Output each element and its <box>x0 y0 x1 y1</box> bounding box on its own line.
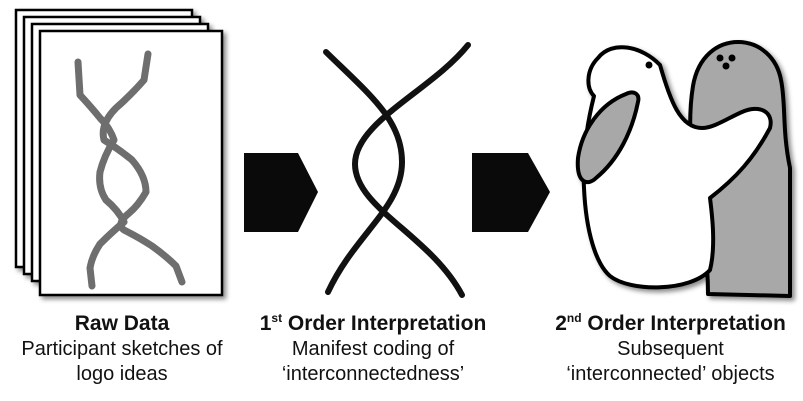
first-order-ordinal-suffix: st <box>271 311 283 325</box>
white-bird-wing <box>575 90 641 185</box>
first-order-title-text: Order Interpretation <box>282 312 487 335</box>
raw-data-description-line: Participant sketches of <box>21 338 223 361</box>
sketch-strand-right <box>99 50 186 286</box>
grey-bird-eye <box>722 62 730 70</box>
arrow-right-icon <box>472 153 550 232</box>
grey-bird-eye <box>716 54 724 62</box>
raw-data-title: Raw Data <box>74 312 170 335</box>
second-order-title: 2nd Order Interpretation <box>538 312 803 336</box>
first-order-caption: 1st Order Interpretation Manifest coding… <box>250 312 496 386</box>
participant-sketch <box>74 50 186 290</box>
arrow-right-icon <box>244 153 318 232</box>
white-bird-eye <box>645 61 653 69</box>
first-order-description-line: Manifest coding of <box>291 338 455 361</box>
grey-bird-eye <box>728 54 736 62</box>
second-order-caption: 2nd Order Interpretation Subsequent ‘int… <box>538 312 803 386</box>
second-order-ordinal-suffix: nd <box>566 311 582 325</box>
first-order-title: 1st Order Interpretation <box>250 312 496 336</box>
first-order-ordinal-number: 1 <box>259 312 272 335</box>
second-order-description-line: ‘interconnected’ objects <box>566 363 775 386</box>
twisted-lines-icon <box>323 42 471 298</box>
raw-data-description-line: logo ideas <box>76 363 168 386</box>
strand-left <box>323 49 406 295</box>
second-order-description-line: Subsequent <box>617 338 724 361</box>
second-order-title-text: Order Interpretation <box>581 312 786 335</box>
second-order-ordinal-number: 2 <box>555 312 567 335</box>
hugging-birds-icon <box>575 40 792 298</box>
raw-data-caption: Raw Data Participant sketches of logo id… <box>0 312 244 386</box>
strand-right <box>351 42 471 298</box>
first-order-description-line: ‘interconnectedness’ <box>281 363 465 386</box>
sketch-strand-left <box>74 58 128 290</box>
